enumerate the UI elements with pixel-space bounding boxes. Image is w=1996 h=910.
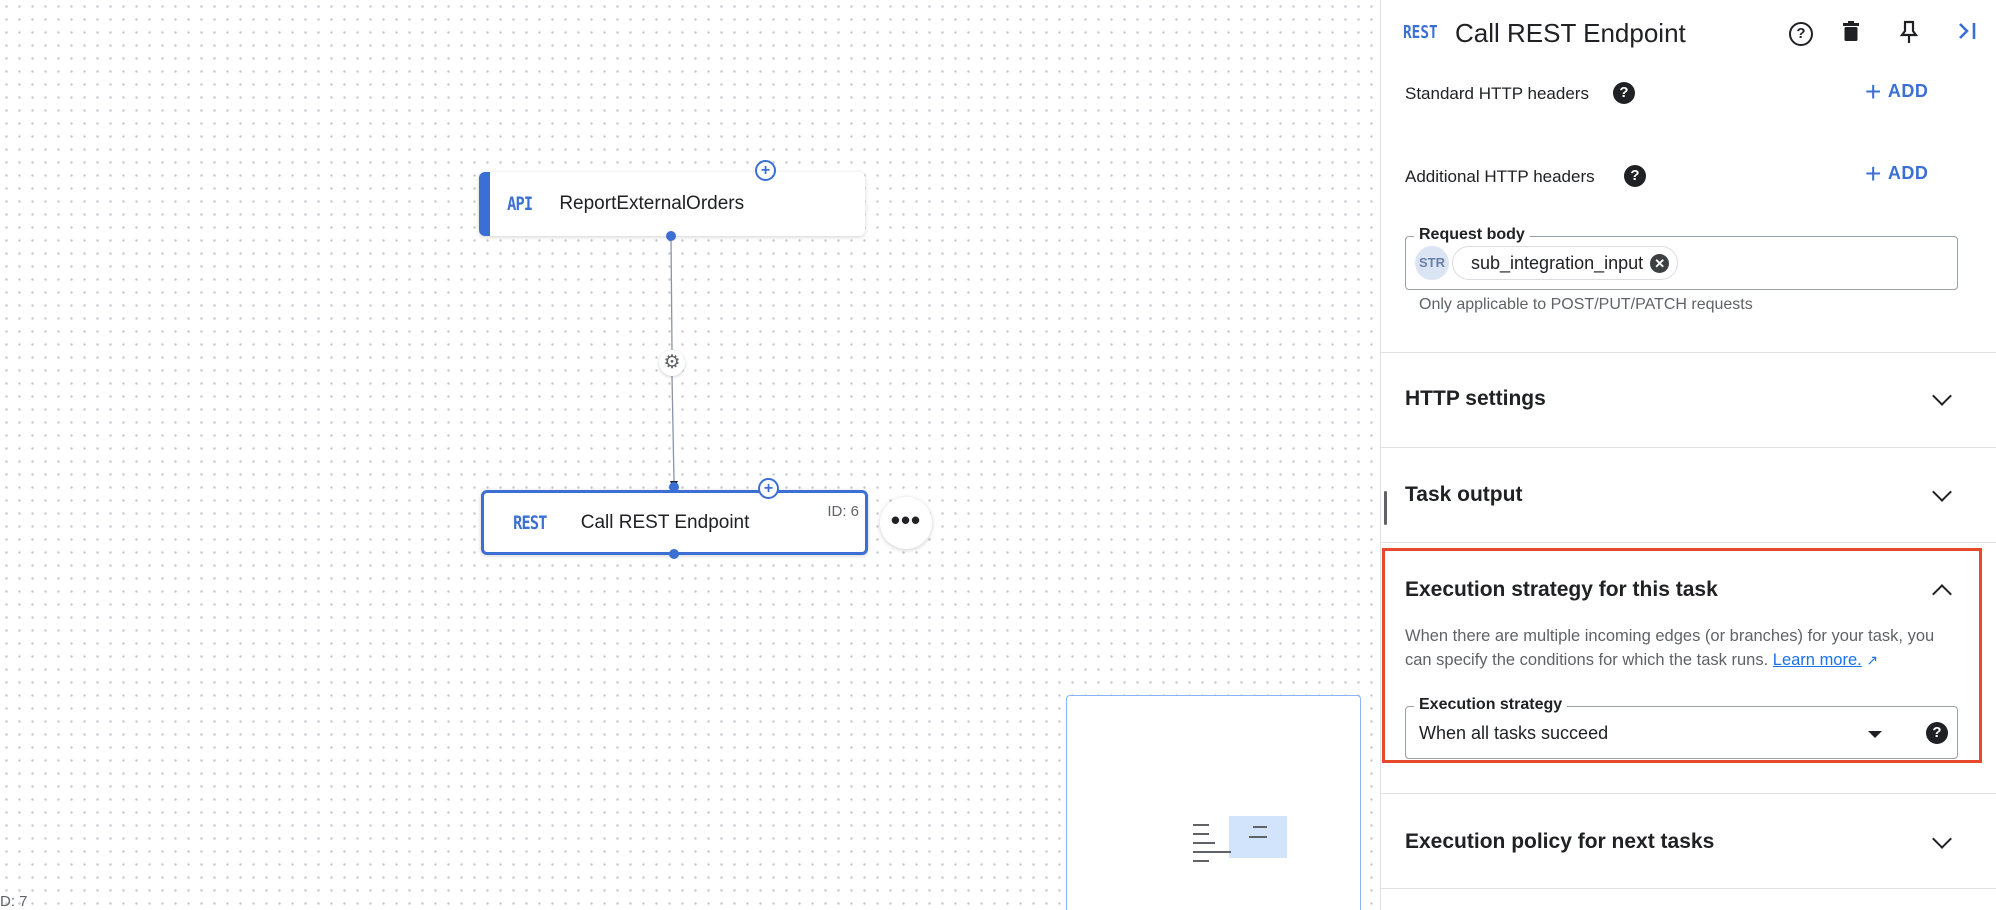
edge-condition-gear-icon[interactable]: ⚙ [659, 350, 685, 376]
help-icon[interactable]: ? [1624, 165, 1646, 187]
add-task-plus-icon[interactable]: + [758, 478, 779, 499]
minimap[interactable] [1066, 695, 1361, 910]
minimap-line [1193, 851, 1231, 853]
remove-chip-icon[interactable]: ✕ [1650, 254, 1670, 273]
request-body-hint: Only applicable to POST/PUT/PATCH reques… [1419, 296, 1753, 313]
more-options-button[interactable]: ••• [880, 497, 932, 549]
minimap-line [1193, 860, 1209, 862]
divider [1381, 447, 1996, 448]
execution-strategy-description: When there are multiple incoming edges (… [1405, 624, 1965, 672]
divider [1381, 542, 1996, 543]
minimap-line [1193, 842, 1215, 844]
add-standard-header-button[interactable]: +ADD [1865, 76, 1928, 108]
section-title: Task output [1405, 483, 1523, 506]
chevron-down-icon[interactable] [1932, 482, 1952, 502]
section-title: Execution policy for next tasks [1405, 830, 1715, 853]
minimap-content [1069, 698, 1358, 910]
external-link-icon[interactable]: ↗ [1866, 652, 1879, 668]
divider [1381, 793, 1996, 794]
execution-strategy-legend: Execution strategy [1414, 696, 1568, 714]
output-port[interactable] [666, 231, 676, 241]
divider [1381, 888, 1996, 889]
rest-type-label: REST [1403, 22, 1438, 43]
section-title: HTTP settings [1405, 387, 1546, 410]
input-port[interactable] [669, 482, 679, 492]
minimap-line [1249, 836, 1267, 838]
help-icon[interactable]: ? [1789, 22, 1813, 46]
minimap-line [1253, 826, 1267, 828]
chevron-down-icon[interactable] [1932, 829, 1952, 849]
dropdown-arrow-icon[interactable] [1868, 731, 1882, 738]
plus-icon: + [1865, 76, 1882, 107]
rest-node-label: Call REST Endpoint [580, 511, 750, 533]
string-type-badge: STR [1415, 246, 1449, 280]
delete-icon[interactable] [1837, 20, 1865, 48]
plus-icon: + [1865, 158, 1882, 189]
help-icon[interactable]: ? [1613, 82, 1635, 104]
divider [1381, 352, 1996, 353]
variable-chip[interactable]: sub_integration_input ✕ [1452, 246, 1679, 280]
request-body-field[interactable]: Request body STR sub_integration_input ✕ [1405, 226, 1958, 290]
selected-value: When all tasks succeed [1419, 723, 1609, 743]
standard-headers-label: Standard HTTP headers [1405, 84, 1589, 103]
panel-title: Call REST Endpoint [1455, 18, 1686, 48]
help-icon[interactable]: ? [1926, 722, 1948, 744]
node-id-label: D: 7 [0, 893, 28, 910]
api-node-label: ReportExternalOrders [559, 193, 745, 214]
section-title: Execution strategy for this task [1405, 578, 1718, 601]
task-config-panel: REST Call REST Endpoint ? Standard HTTP … [1380, 0, 1996, 910]
node-id-label: ID: 6 [827, 503, 859, 520]
description-text: When there are multiple incoming edges (… [1405, 627, 1935, 669]
rest-type-label: REST [513, 511, 547, 534]
scrollbar-thumb[interactable] [1384, 491, 1387, 525]
variable-chip-label: sub_integration_input [1471, 253, 1644, 273]
panel-header: REST Call REST Endpoint ? [1381, 0, 1996, 70]
highlight-annotation [1382, 548, 1982, 763]
minimap-line [1193, 824, 1209, 826]
add-label: ADD [1887, 163, 1929, 183]
add-additional-header-button[interactable]: +ADD [1865, 158, 1928, 190]
collapse-panel-icon[interactable] [1953, 20, 1981, 48]
learn-more-link[interactable]: Learn more. [1772, 651, 1862, 669]
minimap-line [1193, 833, 1209, 835]
request-body-legend: Request body [1414, 226, 1530, 244]
rest-task-node[interactable]: REST Call REST Endpoint ID: 6 [481, 490, 868, 555]
api-type-label: API [507, 193, 533, 215]
output-port[interactable] [669, 549, 679, 559]
additional-headers-label: Additional HTTP headers [1405, 167, 1595, 186]
integration-canvas[interactable]: API ReportExternalOrders + ⚙ REST Call R… [0, 0, 1380, 910]
execution-strategy-select[interactable]: Execution strategy When all tasks succee… [1405, 696, 1958, 759]
add-task-plus-icon[interactable]: + [755, 160, 776, 181]
pin-icon[interactable] [1895, 20, 1923, 48]
api-trigger-node[interactable]: API ReportExternalOrders [479, 172, 865, 236]
add-label: ADD [1887, 81, 1929, 101]
chevron-down-icon[interactable] [1932, 386, 1952, 406]
